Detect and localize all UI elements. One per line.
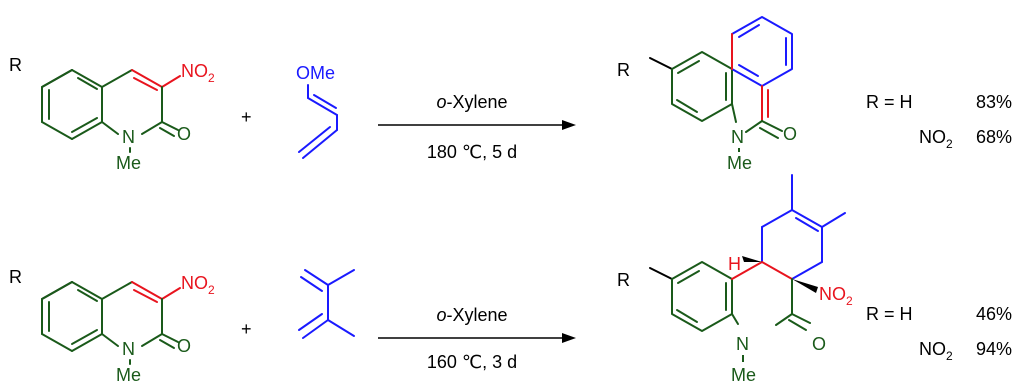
yield-row-4-r: NO2: [919, 339, 953, 363]
yield-row-3-r: R = H: [866, 304, 913, 324]
quinolinone-reactant-1: [41, 69, 181, 153]
nitro-adduct-product: [649, 174, 846, 332]
product2-nitro-label: NO2: [819, 284, 853, 308]
carbonyl-oxygen-label-2: O: [177, 336, 191, 356]
ring-fusion-hydrogen-label: H: [728, 254, 741, 274]
product-nitrogen-label: N: [731, 127, 744, 147]
nitro-wedge-bond: [792, 279, 818, 293]
reaction-arrow-1-head: [562, 120, 576, 130]
yield-row-1-r: R = H: [866, 92, 913, 112]
solvent-label-1: o-Xylene: [436, 92, 507, 112]
product2-methyl-label: Me: [731, 365, 756, 385]
product-r-group-label: R: [617, 60, 630, 80]
plus-sign-2: +: [241, 319, 252, 339]
product2-nitrogen-label: N: [736, 334, 749, 354]
yield-row-3-value: 46%: [976, 304, 1012, 324]
solvent-label-2: o-Xylene: [436, 305, 507, 325]
reaction-arrow-2-head: [562, 333, 576, 343]
carbonyl-oxygen-label: O: [177, 124, 191, 144]
r-group-label-2: R: [9, 267, 22, 287]
quinolinone-reactant-2: [41, 281, 181, 365]
r-group-label: R: [9, 55, 22, 75]
nitro-label-2: NO2: [181, 273, 215, 297]
yield-row-4-value: 94%: [976, 339, 1012, 359]
yield-row-2-value: 68%: [976, 127, 1012, 147]
plus-sign: +: [241, 107, 252, 127]
nitro-label: NO2: [181, 61, 215, 85]
hydrogen-wedge-bond: [742, 256, 762, 262]
product-oxygen-label: O: [783, 124, 797, 144]
yield-row-1-value: 83%: [976, 92, 1012, 112]
nitrogen-label: N: [122, 127, 135, 147]
product2-r-group-label: R: [617, 270, 630, 290]
product-methyl-label: Me: [727, 153, 752, 173]
conditions-label-2: 160 ℃, 3 d: [427, 352, 517, 372]
conditions-label-1: 180 ℃, 5 d: [427, 142, 517, 162]
methoxybutadiene-reactant: [298, 84, 338, 159]
phenanthridinone-product: [649, 16, 793, 139]
nitrogen-label-2: N: [122, 339, 135, 359]
yield-row-2-r: NO2: [919, 127, 953, 151]
n-methyl-label: Me: [116, 153, 141, 173]
product2-oxygen-label: O: [812, 334, 826, 354]
n-methyl-label-2: Me: [116, 365, 141, 385]
methoxy-label: OMe: [296, 63, 335, 83]
dimethylbutadiene-reactant: [298, 269, 355, 339]
